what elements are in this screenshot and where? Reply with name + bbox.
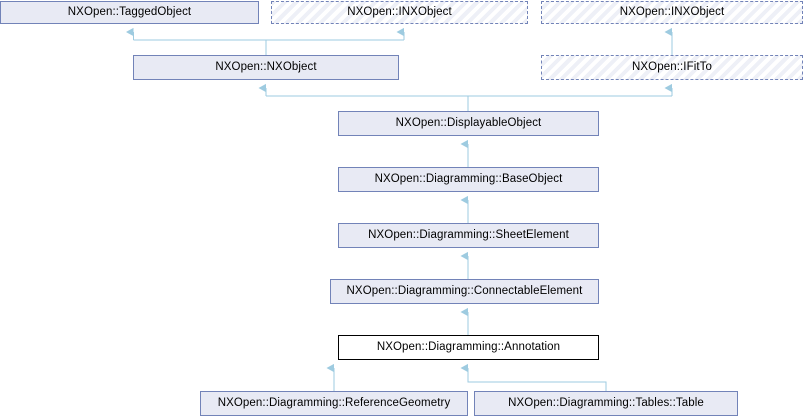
edge-table-to-annotation: [460, 363, 607, 391]
node-nxopen-diagramming-sheetelement[interactable]: NXOpen::Diagramming::SheetElement: [338, 223, 599, 248]
node-label: NXOpen::Diagramming::Tables::Table: [508, 396, 704, 409]
node-label: NXOpen::INXObject: [619, 5, 725, 18]
node-label: NXOpen::TaggedObject: [67, 5, 192, 18]
node-nxopen-diagramming-connectableelement[interactable]: NXOpen::Diagramming::ConnectableElement: [330, 279, 599, 304]
node-label: NXOpen::DisplayableObject: [395, 116, 542, 129]
node-nxopen-nxobject[interactable]: NXOpen::NXObject: [133, 55, 399, 80]
node-nxopen-inxobject-right[interactable]: NXOpen::INXObject: [541, 1, 803, 24]
node-label: NXOpen::Diagramming::Annotation: [376, 340, 561, 353]
node-label: NXOpen::IFitTo: [631, 60, 712, 73]
node-label: NXOpen::Diagramming::BaseObject: [374, 172, 563, 185]
node-label: NXOpen::INXObject: [347, 5, 452, 18]
node-label: NXOpen::Diagramming::SheetElement: [368, 228, 569, 241]
node-nxopen-diagramming-referencegeometry[interactable]: NXOpen::Diagramming::ReferenceGeometry: [200, 391, 468, 416]
node-label: NXOpen::Diagramming::ReferenceGeometry: [217, 396, 451, 409]
node-nxopen-ifitto[interactable]: NXOpen::IFitTo: [541, 55, 803, 80]
node-nxopen-displayableobject[interactable]: NXOpen::DisplayableObject: [338, 111, 599, 136]
node-nxopen-taggedobject[interactable]: NXOpen::TaggedObject: [0, 1, 259, 24]
node-nxopen-diagramming-tables-table[interactable]: NXOpen::Diagramming::Tables::Table: [474, 391, 738, 416]
node-nxopen-inxobject-left[interactable]: NXOpen::INXObject: [271, 1, 528, 24]
node-nxopen-diagramming-annotation[interactable]: NXOpen::Diagramming::Annotation: [338, 335, 599, 360]
node-nxopen-diagramming-baseobject[interactable]: NXOpen::Diagramming::BaseObject: [338, 167, 599, 192]
node-label: NXOpen::NXObject: [215, 60, 317, 73]
node-label: NXOpen::Diagramming::ConnectableElement: [346, 284, 583, 297]
